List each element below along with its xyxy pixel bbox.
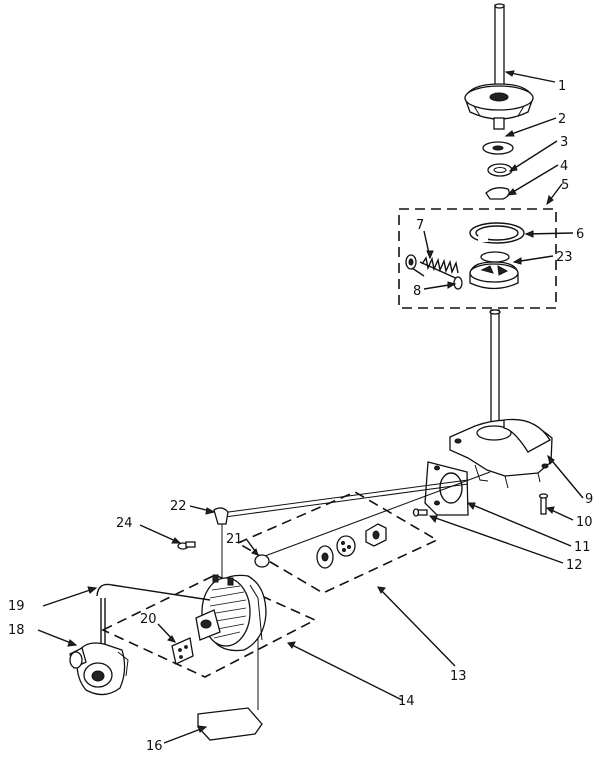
callout-24: 24	[116, 516, 133, 531]
callout-9: 9	[585, 492, 593, 507]
part-20-connector	[171, 637, 194, 665]
callout-20: 20	[140, 612, 157, 627]
part-22-strap	[213, 507, 229, 525]
callout-18: 18	[8, 623, 25, 638]
callout-13: 13	[450, 669, 467, 684]
callout-14: 14	[398, 694, 415, 709]
part-12-screw	[412, 508, 428, 517]
callout-22: 22	[170, 499, 187, 514]
group-box-13	[236, 491, 439, 594]
callout-23: 23	[556, 250, 573, 265]
part-24-screw	[177, 541, 196, 550]
callout-19: 19	[8, 599, 25, 614]
part-1-agitator-shaft	[464, 3, 534, 130]
part-8-bushing	[405, 254, 463, 290]
callout-4: 4	[560, 159, 568, 174]
part-2-washer	[482, 141, 514, 155]
part-7-spring	[419, 256, 461, 281]
part-9-gearcase	[449, 418, 553, 489]
part-lower-shaft	[489, 309, 501, 429]
callout-3: 3	[560, 135, 568, 150]
arrowheads	[67, 70, 555, 733]
part-23-clutch	[469, 251, 519, 290]
callout-8: 8	[413, 284, 421, 299]
part-21-bearing	[254, 554, 270, 568]
callout-1: 1	[558, 79, 566, 94]
part-6-retaining-ring	[469, 222, 525, 244]
part-16-shield	[197, 707, 263, 741]
part-4-clip	[485, 187, 510, 200]
part-19-hose	[96, 583, 211, 648]
part-3-ring	[487, 163, 513, 177]
callout-5: 5	[561, 178, 569, 193]
callout-2: 2	[558, 112, 566, 127]
part-18-pump	[69, 642, 129, 696]
part-13-coupling	[316, 523, 387, 569]
callout-10: 10	[576, 515, 593, 530]
callout-7: 7	[416, 218, 424, 233]
callout-11: 11	[574, 540, 591, 555]
callout-16: 16	[146, 739, 163, 754]
group-box-5	[398, 208, 557, 309]
group-box-14	[101, 574, 317, 678]
part-10-bolt	[538, 493, 549, 515]
callout-21: 21	[226, 532, 243, 547]
callout-6: 6	[576, 227, 584, 242]
callout-12: 12	[566, 558, 583, 573]
motor-assembly	[195, 574, 267, 652]
